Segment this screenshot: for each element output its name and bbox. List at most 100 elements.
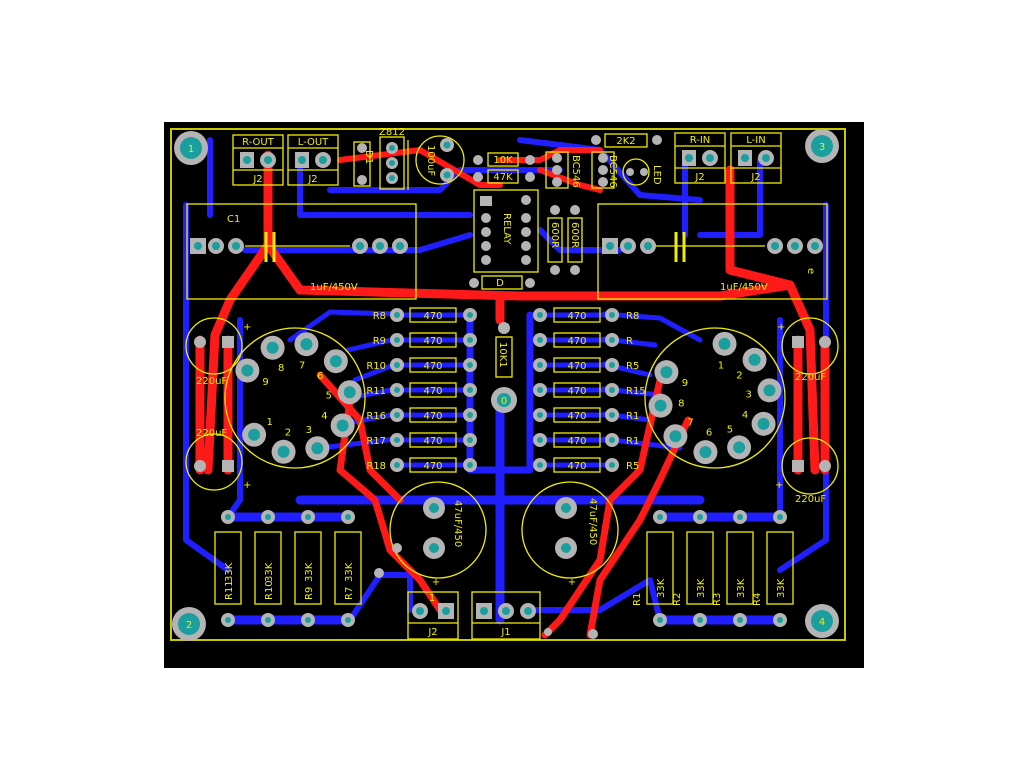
resistor-value: 33K <box>736 578 747 598</box>
resistor-ref: R18 <box>366 461 386 472</box>
resistor-value: 470 <box>567 336 586 347</box>
drill <box>537 412 543 418</box>
l-out-connector: L-OUT J2 <box>287 134 339 186</box>
resistor-ref: R11 <box>366 386 386 397</box>
resistor-value: 33K <box>264 562 275 582</box>
resistor-ref: R10 <box>366 361 386 372</box>
j1-bottom-connector: J1 <box>471 591 541 640</box>
drill <box>657 617 663 623</box>
resistor-value: 470 <box>567 361 586 372</box>
drill <box>537 387 543 393</box>
drill <box>737 617 743 623</box>
plus-sign: + <box>775 480 783 491</box>
tube-pin-label: 2 <box>736 370 742 381</box>
drill <box>537 362 543 368</box>
relay-label: RELAY <box>501 213 512 245</box>
drill <box>336 419 349 432</box>
l-in-label: L-IN <box>746 135 765 146</box>
drill <box>329 355 342 368</box>
z812-label: Z812 <box>379 127 405 138</box>
mounting-label: 2 <box>186 620 192 631</box>
drill <box>537 437 543 443</box>
drill <box>609 337 615 343</box>
resistor-body <box>294 531 322 605</box>
plus-sign: + <box>243 480 251 491</box>
drill <box>537 337 543 343</box>
drill <box>394 462 400 468</box>
resistor-value: 470 <box>567 436 586 447</box>
tube-pin-label: 9 <box>682 378 688 389</box>
resistor-value: 470 <box>423 461 442 472</box>
drill <box>609 437 615 443</box>
resistor-body <box>409 357 457 373</box>
drill <box>763 384 776 397</box>
mounting-label: 4 <box>819 617 825 628</box>
plus-sign: + <box>568 577 576 588</box>
resistor-value: 470 <box>423 411 442 422</box>
resistor-body <box>409 457 457 473</box>
vias <box>374 543 598 639</box>
r-in-label: R-IN <box>690 135 711 146</box>
j2-label: J2 <box>694 172 704 183</box>
tube-pin-label: 5 <box>727 425 733 436</box>
resistor-ref: R8 <box>626 311 639 322</box>
resistor-body <box>766 531 794 605</box>
j2-label: J2 <box>307 174 317 185</box>
resistor-ref: R8 <box>373 311 386 322</box>
resistor-body <box>686 531 714 605</box>
top-small-components: Z812 D1 100uF 10K 47K BC546 BC546 2K2 LE… <box>353 127 662 290</box>
drill <box>737 514 743 520</box>
resistor-body <box>553 307 601 323</box>
resistor-body <box>553 357 601 373</box>
resistor-ref: R3 <box>712 593 723 606</box>
r-600r-a-label: 600R <box>549 222 560 248</box>
plus-sign: + <box>243 322 251 333</box>
relay-pads <box>480 195 531 265</box>
cap-47uf-left: 47uF/450 + <box>389 481 487 588</box>
bc546-b-label: BC546 <box>607 155 618 188</box>
resistor-470: 470 R5 <box>533 357 639 373</box>
r-2k2-label: 2K2 <box>616 136 635 147</box>
drill <box>467 437 473 443</box>
resistor-value: 33K <box>304 562 315 582</box>
mounting-hole-2: 2 <box>172 607 206 641</box>
resistor-ref: R1 <box>626 411 639 422</box>
resistor-ref: R5 <box>626 361 639 372</box>
drill <box>609 312 615 318</box>
r-10k-label: 10K <box>493 155 513 166</box>
r-out-label: R-OUT <box>242 137 275 148</box>
resistor-ref: R10 <box>264 580 275 600</box>
drill <box>718 337 731 350</box>
resistor-body <box>254 531 282 605</box>
resistor-value: 470 <box>423 386 442 397</box>
j2-label: J2 <box>252 174 262 185</box>
r-in-connector: R-IN J2 <box>674 132 726 184</box>
drill <box>277 445 290 458</box>
drill <box>467 412 473 418</box>
tube-pin-label: 9 <box>262 377 268 388</box>
cap-220uf-label: 220uF <box>795 372 826 383</box>
resistor-value: 470 <box>567 311 586 322</box>
cap-100uf-label: 100uF <box>425 145 436 176</box>
resistor-body <box>553 432 601 448</box>
tube-pin-label: 3 <box>745 389 751 400</box>
drill <box>345 617 351 623</box>
drill <box>265 514 271 520</box>
drill <box>394 312 400 318</box>
mounting-hole-4: 4 <box>805 604 839 638</box>
diode-label: D <box>496 278 504 289</box>
drill <box>699 446 712 459</box>
drill <box>345 514 351 520</box>
resistor-value: 33K <box>656 578 667 598</box>
